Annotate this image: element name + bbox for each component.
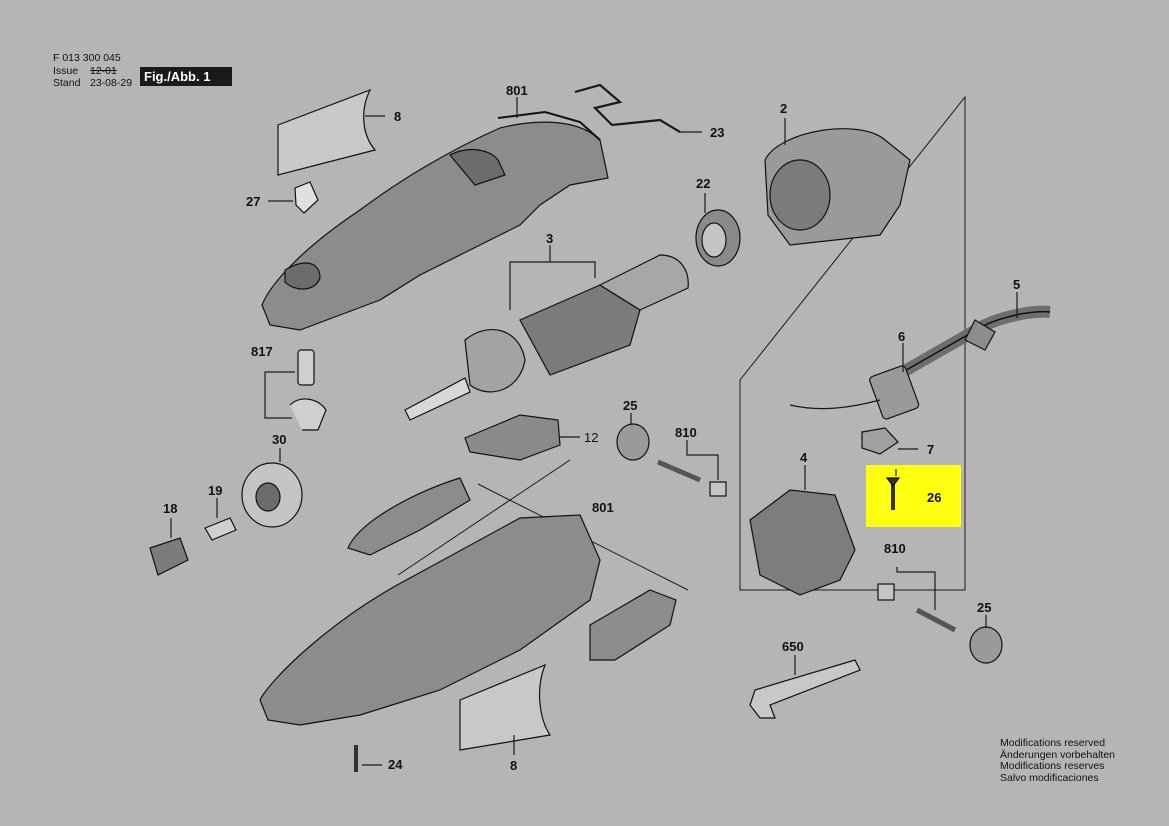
stand-label: Stand [53, 77, 81, 89]
callout-6: 6 [898, 329, 905, 344]
callout-810-mid: 810 [675, 425, 697, 440]
note-es: Salvo modificaciones [1000, 771, 1099, 784]
callout-810-right: 810 [884, 541, 906, 556]
callout-801-top: 801 [506, 83, 528, 98]
callout-801-bottom: 801 [592, 500, 614, 515]
part-number: F 013 300 045 [53, 52, 121, 64]
callout-7: 7 [927, 442, 934, 457]
callout-27: 27 [246, 194, 260, 209]
highlight-part-26 [866, 465, 961, 527]
callout-8-bottom: 8 [510, 758, 517, 773]
callout-650: 650 [782, 639, 804, 654]
note-fr: Modifications reserves [1000, 760, 1105, 772]
callout-23: 23 [710, 125, 724, 140]
stand-value: 23-08-29 [90, 77, 133, 89]
callout-18: 18 [163, 501, 177, 516]
callout-817: 817 [251, 344, 273, 359]
callout-2: 2 [780, 101, 787, 116]
note-en: Modifications reserved [1000, 737, 1106, 749]
callout-26: 26 [927, 490, 941, 505]
note-de: Änderungen vorbehalten [1000, 748, 1116, 761]
issue-value: 12-01 [90, 65, 117, 77]
callout-4: 4 [800, 450, 808, 465]
callout-19: 19 [208, 483, 222, 498]
figure-label: Fig./Abb. 1 [140, 67, 232, 86]
callout-12: 12 [584, 430, 598, 445]
callout-25-right: 25 [977, 600, 991, 615]
callout-24: 24 [388, 757, 403, 772]
callout-5: 5 [1013, 277, 1020, 292]
callout-3: 3 [546, 231, 553, 246]
housing-top [261, 121, 609, 331]
callout-8-top: 8 [394, 109, 401, 124]
callout-25-mid: 25 [623, 398, 637, 413]
callout-22: 22 [696, 176, 710, 191]
modifications-note: Modifications reserved Änderungen vorbeh… [1000, 737, 1116, 784]
issue-label: Issue [53, 65, 79, 77]
callout-30: 30 [272, 432, 286, 447]
